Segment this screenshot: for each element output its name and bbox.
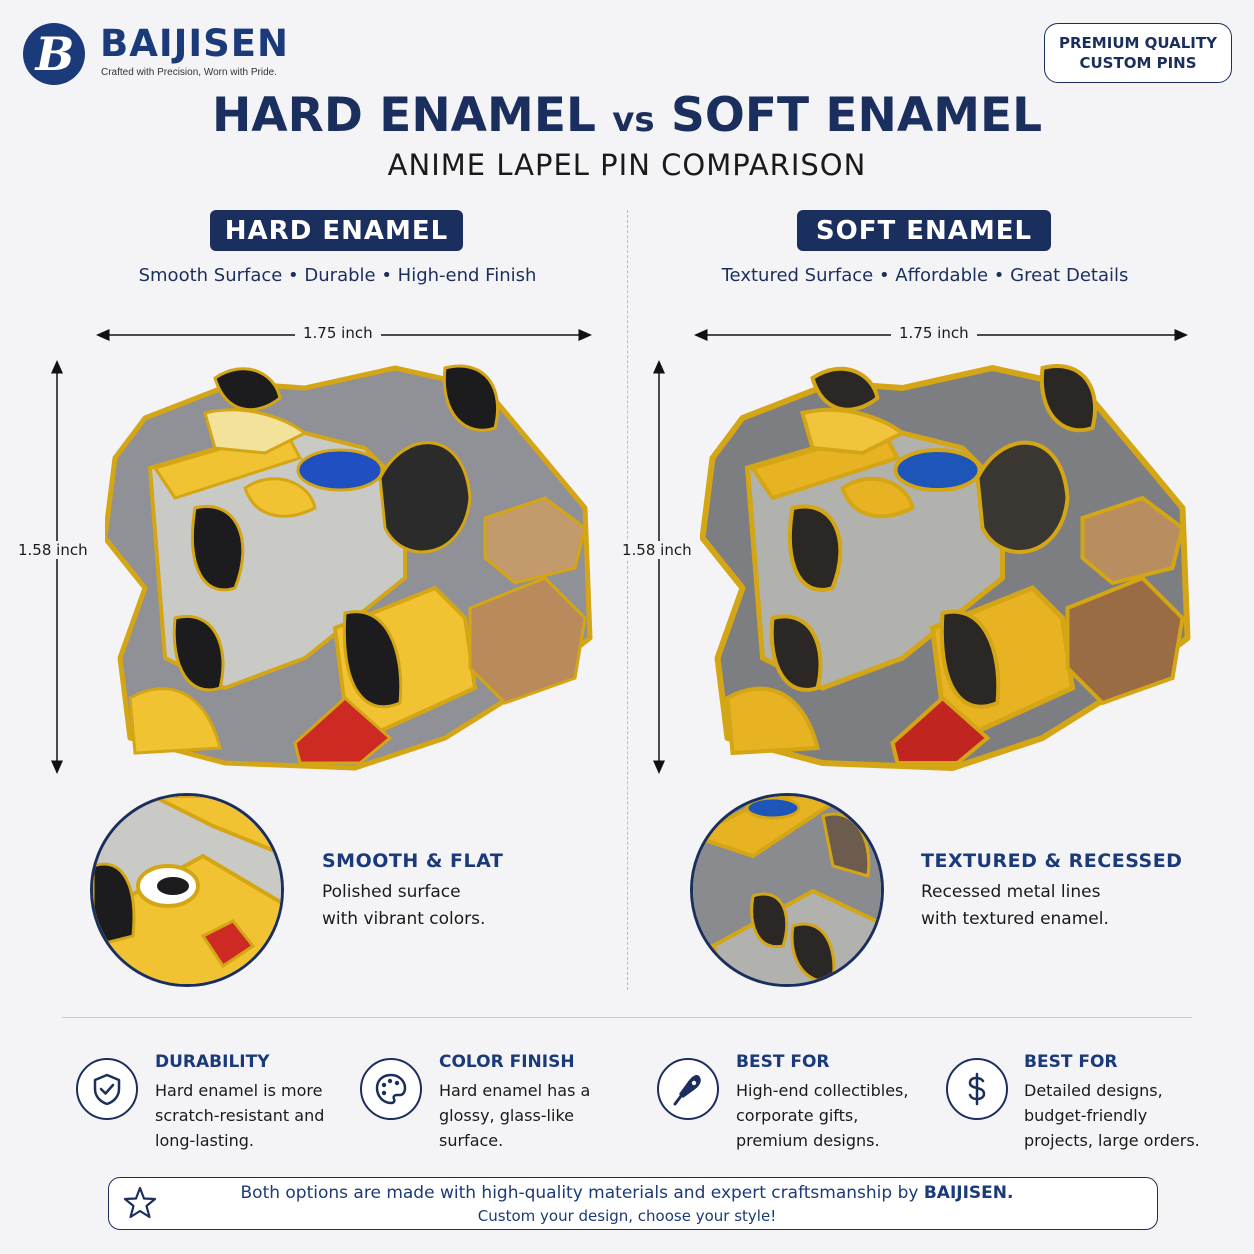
hard-enamel-label: HARD ENAMEL: [210, 210, 463, 251]
star-icon: [123, 1186, 157, 1219]
info-desc-best-soft-2: budget-friendly: [1024, 1106, 1148, 1125]
footer-brand: BAIJISEN.: [923, 1183, 1014, 1203]
info-icon-durability: [76, 1058, 138, 1120]
hard-width-label: 1.75 inch: [295, 324, 381, 342]
title-vs: vs: [612, 100, 655, 140]
info-desc-best-hard-2: corporate gifts,: [736, 1106, 859, 1125]
soft-zoom-title: TEXTURED & RECESSED: [921, 850, 1183, 872]
info-desc-durability-3: long-lasting.: [155, 1131, 254, 1150]
info-title-best-soft: BEST FOR: [1024, 1052, 1118, 1072]
hard-zoom-image: [93, 796, 281, 984]
soft-enamel-label: SOFT ENAMEL: [797, 210, 1051, 251]
info-icon-best-soft: [946, 1058, 1008, 1120]
badge-line-2: CUSTOM PINS: [1079, 54, 1197, 72]
footer-cta: Custom your design, choose your style!: [477, 1207, 777, 1225]
info-title-durability: DURABILITY: [155, 1052, 270, 1072]
hard-height-label: 1.58 inch: [14, 541, 92, 559]
hard-zoom-title: SMOOTH & FLAT: [322, 850, 504, 872]
info-desc-durability-2: scratch-resistant and: [155, 1106, 325, 1125]
footer-banner: [108, 1177, 1158, 1230]
hard-enamel-features: Smooth Surface • Durable • High-end Fini…: [138, 265, 537, 286]
badge-line-1: PREMIUM QUALITY: [1059, 34, 1217, 52]
info-desc-color-1: Hard enamel has a: [439, 1081, 591, 1100]
info-title-color: COLOR FINISH: [439, 1052, 575, 1072]
soft-zoom-image: [693, 796, 881, 984]
dollar-icon: [968, 1072, 986, 1106]
pen-nib-icon: [673, 1074, 701, 1106]
brand-name: BAIJISEN: [100, 22, 290, 65]
page-title: HARD ENAMEL vs SOFT ENAMEL: [0, 88, 1254, 143]
footer-statement: Both options are made with high-quality …: [0, 1183, 1254, 1203]
info-icon-best-hard: [657, 1058, 719, 1120]
title-soft: SOFT ENAMEL: [671, 88, 1043, 143]
page-subtitle: ANIME LAPEL PIN COMPARISON: [387, 148, 867, 182]
soft-width-label: 1.75 inch: [891, 324, 977, 342]
info-desc-best-hard-1: High-end collectibles,: [736, 1081, 909, 1100]
title-hard: HARD ENAMEL: [211, 88, 596, 143]
column-divider: [627, 210, 628, 990]
hard-zoom-line-1: Polished surface: [322, 882, 461, 902]
info-desc-best-soft-3: projects, large orders.: [1024, 1131, 1200, 1150]
info-desc-color-3: surface.: [439, 1131, 504, 1150]
hard-zoom-line-2: with vibrant colors.: [322, 909, 486, 929]
hard-zoom-detail: [90, 793, 284, 987]
shield-check-icon: [93, 1073, 121, 1106]
footer-statement-text: Both options are made with high-quality …: [240, 1183, 919, 1203]
palette-icon: [375, 1073, 407, 1105]
soft-height-label: 1.58 inch: [618, 541, 696, 559]
soft-enamel-pin-image: [700, 364, 1191, 771]
soft-zoom-line-1: Recessed metal lines: [921, 882, 1101, 902]
info-desc-best-soft-1: Detailed designs,: [1024, 1081, 1163, 1100]
soft-enamel-features: Textured Surface • Affordable • Great De…: [721, 265, 1129, 286]
section-divider: [62, 1017, 1192, 1018]
soft-zoom-detail: [690, 793, 884, 987]
soft-zoom-line-2: with textured enamel.: [921, 909, 1109, 929]
hard-enamel-pin-image: [105, 364, 593, 771]
info-desc-best-hard-3: premium designs.: [736, 1131, 880, 1150]
info-icon-color: [360, 1058, 422, 1120]
premium-quality-badge: PREMIUM QUALITY CUSTOM PINS: [1044, 23, 1232, 83]
brand-logo-icon: B: [23, 23, 85, 85]
brand-tagline: Crafted with Precision, Worn with Pride.: [101, 67, 277, 78]
info-desc-color-2: glossy, glass-like: [439, 1106, 574, 1125]
svg-text:B: B: [34, 27, 75, 81]
info-title-best-hard: BEST FOR: [736, 1052, 830, 1072]
info-desc-durability-1: Hard enamel is more: [155, 1081, 323, 1100]
